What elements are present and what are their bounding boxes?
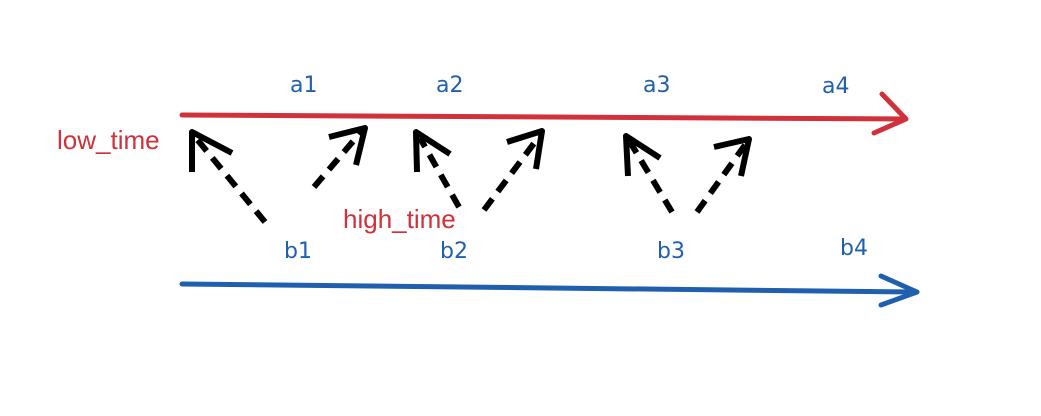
low-time-label: low_time bbox=[57, 125, 160, 155]
mark-a3: a3 bbox=[643, 73, 670, 98]
dashed-arrow-b3-a3-right bbox=[694, 136, 752, 214]
dashed-arrow-b3-a3-left bbox=[623, 133, 675, 214]
dashed-arrow-b2-a3 bbox=[481, 128, 545, 212]
mark-b1: b1 bbox=[284, 239, 312, 264]
mark-a4: a4 bbox=[822, 74, 849, 99]
mark-a2: a2 bbox=[436, 73, 463, 98]
high-time-arrow bbox=[179, 273, 920, 308]
mark-b4: b4 bbox=[840, 236, 868, 261]
mark-b3: b3 bbox=[657, 239, 685, 264]
low-time-arrow bbox=[179, 91, 909, 136]
mark-a1: a1 bbox=[290, 73, 317, 98]
dashed-arrow-b2-a2 bbox=[413, 129, 462, 209]
dashed-arrow-b1-a1 bbox=[189, 129, 268, 224]
high-time-label: high_time bbox=[343, 204, 456, 234]
dashed-arrow-b1-a2 bbox=[311, 125, 368, 189]
mark-b2: b2 bbox=[440, 239, 468, 264]
